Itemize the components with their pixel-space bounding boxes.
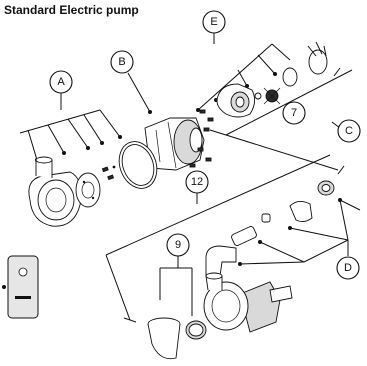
callout-a-label: A: [57, 76, 65, 88]
leader-e: [196, 33, 291, 112]
leader-c: [209, 67, 353, 175]
leader-d: [238, 198, 361, 266]
callout-e: E: [202, 10, 226, 34]
o-ring-b: [118, 141, 158, 189]
callout-c: C: [337, 119, 361, 143]
callout-7: 7: [282, 101, 306, 125]
callout-d: D: [336, 256, 360, 280]
bolts-b: [189, 109, 214, 168]
screws-a: [101, 165, 116, 181]
callout-e-label: E: [210, 16, 217, 28]
callout-d-label: D: [344, 262, 352, 274]
callout-9: 9: [166, 233, 190, 257]
leader-b: [127, 72, 152, 114]
tailpiece-9: [147, 317, 207, 360]
leader-a: [19, 93, 122, 162]
callout-b: B: [110, 50, 134, 74]
seal-ring-e: [282, 67, 298, 87]
callout-9-label: 9: [175, 239, 181, 251]
control-plate: [2, 255, 39, 319]
impeller-e: [254, 87, 281, 105]
leader-9: [159, 255, 193, 316]
unions-d: [205, 180, 335, 277]
callout-12-label: 12: [191, 176, 203, 188]
callout-7-label: 7: [291, 107, 297, 119]
cover-plate-e: [307, 41, 328, 75]
diagram-title: Standard Electric pump: [4, 3, 139, 17]
callout-a: A: [49, 70, 73, 94]
callout-c-label: C: [345, 125, 353, 137]
callout-b-label: B: [118, 56, 125, 68]
volute-e: [216, 83, 255, 118]
backplate-a: [75, 172, 101, 208]
leader-12: [105, 154, 331, 323]
pump-housing-a: [28, 156, 82, 227]
callout-12: 12: [185, 170, 209, 194]
pump-motor-bottom: [203, 272, 293, 333]
